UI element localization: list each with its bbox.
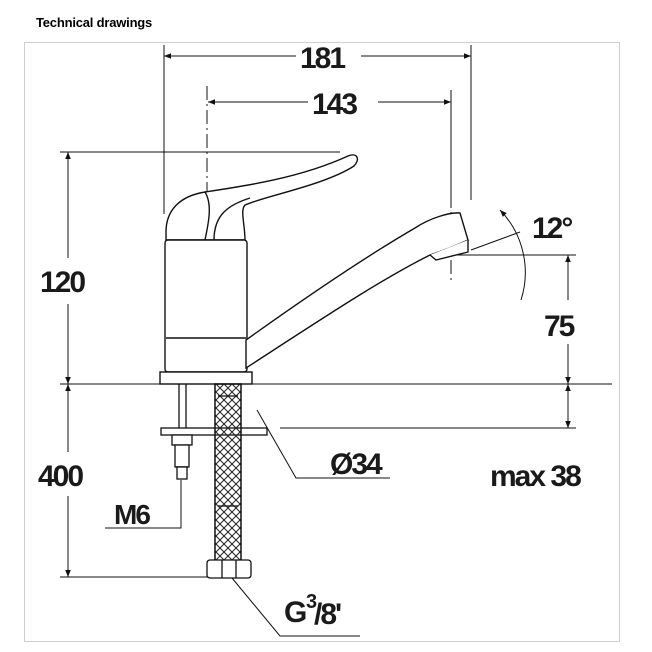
page-heading: Technical drawings [36,15,153,30]
label-overall-width: 181 [300,42,345,75]
label-spout-angle: 12° [532,212,572,245]
label-hole-diameter: Ø34 [330,448,383,481]
label-hose-length: 400 [38,460,83,493]
label-outlet-height: 75 [544,310,575,343]
label-spout-reach: 143 [312,88,357,121]
dimension-lines [65,53,571,577]
label-max-counter: max 38 [490,460,581,493]
mounting-hardware [160,384,268,480]
label-fixing-stud: M6 [114,499,150,530]
faucet-body [159,154,469,385]
label-thread-g: G [284,596,306,629]
braided-hose [206,383,252,579]
label-body-height: 120 [40,266,85,299]
label-thread-rest: /8' [314,598,341,631]
extension-lines [60,45,612,578]
leader-lines [105,409,390,637]
drawing-frame [24,42,620,642]
label-connection-thread: G 3 /8' [284,591,343,631]
